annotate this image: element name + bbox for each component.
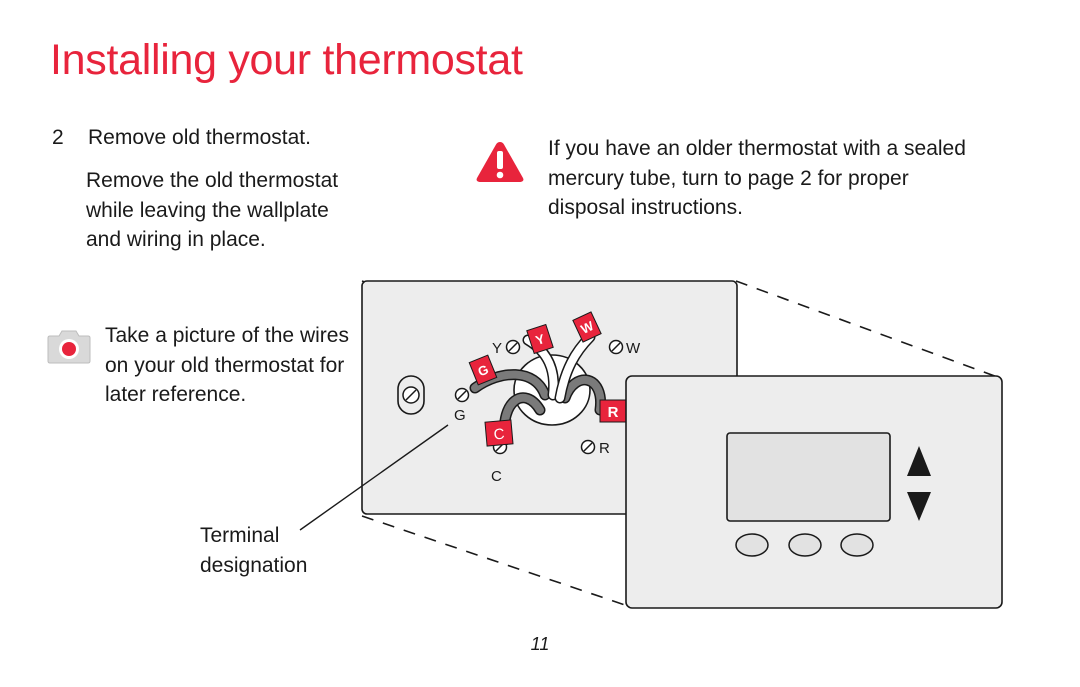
photo-tip-text: Take a picture of the wires on your old … xyxy=(105,324,349,406)
terminal-r: R xyxy=(599,440,610,457)
warning-text: If you have an older thermostat with a s… xyxy=(548,137,966,219)
up-arrow-icon xyxy=(907,446,931,476)
step-instruction: Remove the old thermostat while leaving … xyxy=(86,169,339,251)
page-title: Installing your thermostat xyxy=(50,36,523,84)
thermostat-button-1 xyxy=(735,533,769,557)
wire-tag-y: Y xyxy=(526,323,554,355)
thermostat-button-2 xyxy=(788,533,822,557)
thermostat-display xyxy=(726,432,891,522)
wire-tag-r-label: R xyxy=(608,404,619,421)
terminal-callout-label: Terminal designation xyxy=(200,521,320,580)
step-number: 2 xyxy=(52,126,64,149)
wire-tag-c: C xyxy=(484,419,514,447)
thermostat xyxy=(625,375,1003,609)
wire-tag-r: R xyxy=(599,399,627,423)
thermostat-button-3 xyxy=(840,533,874,557)
terminal-callout-text: Terminal designation xyxy=(200,524,308,577)
step-heading-text: Remove old thermostat. xyxy=(88,126,311,149)
terminal-y: Y xyxy=(492,340,502,357)
terminal-g: G xyxy=(454,407,466,424)
camera-icon xyxy=(47,330,91,364)
warning-icon xyxy=(476,142,524,182)
terminal-c: C xyxy=(491,468,502,485)
callout-leader xyxy=(299,424,449,531)
wire-tag-c-label: C xyxy=(493,426,505,444)
down-arrow-icon xyxy=(907,492,931,521)
mounting-screw xyxy=(397,375,425,415)
step-heading: 2 Remove old thermostat. xyxy=(52,126,311,150)
terminal-w: W xyxy=(626,340,641,357)
wire-tag-w: W xyxy=(572,311,602,343)
wire-tag-g: G xyxy=(468,354,498,386)
page-number: 11 xyxy=(530,634,550,654)
